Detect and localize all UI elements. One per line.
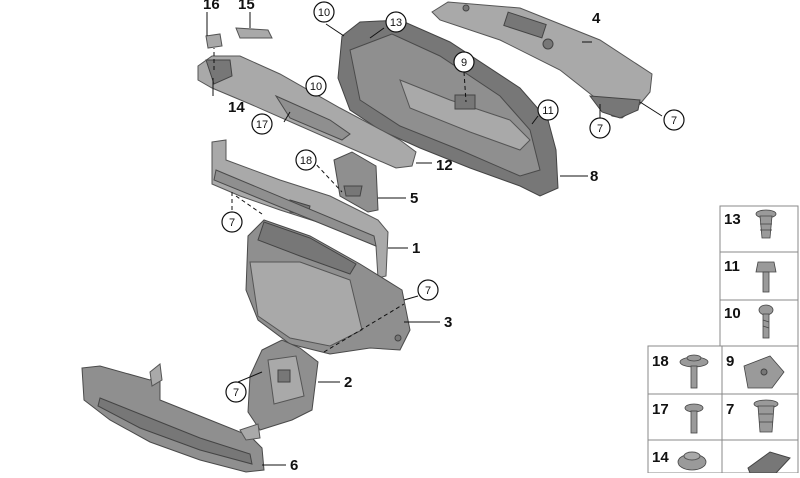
label-part-6: 6 <box>290 457 298 473</box>
leader-lines <box>206 12 663 466</box>
svg-text:7: 7 <box>233 387 239 399</box>
hw-label-14: 14 <box>652 449 669 466</box>
part-1-lower-trim <box>211 139 389 279</box>
svg-text:9: 9 <box>461 57 467 69</box>
circle-7-bracket: 7 <box>225 381 247 403</box>
svg-text:18: 18 <box>300 155 312 167</box>
circle-17: 17 <box>251 113 273 135</box>
circle-13: 13 <box>385 11 407 33</box>
label-part-1: 1 <box>412 240 420 257</box>
label-part-15: 15 <box>238 0 255 13</box>
part-2-support-bracket <box>247 339 319 431</box>
hw-18-washer-screw-icon <box>679 354 709 389</box>
hw-label-9: 9 <box>726 353 734 370</box>
label-part-3: 3 <box>444 314 452 331</box>
part-12-side-trim-upper <box>197 55 417 169</box>
label-part-5: 5 <box>410 190 418 207</box>
hw-10-screw-icon <box>758 304 774 339</box>
hw-14-bumper-icon <box>677 451 707 471</box>
circle-11: 11 <box>537 99 559 121</box>
circle-7-mid: 7 <box>589 117 611 139</box>
svg-text:10: 10 <box>318 7 330 19</box>
svg-text:7: 7 <box>671 115 677 127</box>
svg-text:11: 11 <box>542 105 553 117</box>
svg-text:10: 10 <box>310 81 322 93</box>
hw-label-13: 13 <box>724 211 741 228</box>
circle-18: 18 <box>295 149 317 171</box>
circled-callouts: 10 13 9 11 7 7 10 17 18 7 7 7 14 <box>221 1 685 403</box>
svg-text:7: 7 <box>229 217 235 229</box>
circle-9: 9 <box>453 51 475 73</box>
hw-label-7: 7 <box>726 401 734 418</box>
label-part-16: 16 <box>203 0 220 13</box>
svg-text:7: 7 <box>425 285 431 297</box>
hw-arrow-pointer-icon <box>747 451 791 474</box>
label-part-2: 2 <box>344 374 352 391</box>
part-16-clip <box>205 33 223 49</box>
label-part-12: 12 <box>436 157 453 174</box>
part-6-loading-sill <box>81 363 265 473</box>
hardware-table: 13 11 10 18 9 17 7 14 <box>647 205 799 474</box>
hw-7-expanding-clip-icon <box>753 399 779 433</box>
hw-11-nut-icon <box>755 261 777 293</box>
part-15-cover <box>235 27 273 39</box>
hw-17-screw-icon <box>684 403 704 434</box>
hw-13-clip-icon <box>755 209 777 239</box>
circle-10-left: 10 <box>305 75 327 97</box>
circle-10-top: 10 <box>313 1 335 23</box>
hw-label-17: 17 <box>652 401 669 418</box>
callout-labels: 4 8 12 5 1 3 2 6 16 15 <box>203 0 601 474</box>
svg-text:17: 17 <box>256 119 268 131</box>
svg-text:7: 7 <box>597 123 603 135</box>
circle-7-box: 7 <box>417 279 439 301</box>
part-4-trunk-lid-trim <box>431 1 653 119</box>
hw-9-speed-nut-icon <box>743 355 785 389</box>
hw-label-11: 11 <box>724 258 740 275</box>
circle-7-right: 7 <box>663 109 685 131</box>
part-3-storage-box <box>245 219 411 355</box>
part-5-bracket <box>333 151 379 213</box>
label-part-14: 14 <box>228 99 245 116</box>
part-8-partition-panel <box>337 19 559 197</box>
label-part-4: 4 <box>592 10 601 27</box>
svg-text:13: 13 <box>390 17 402 29</box>
label-part-8: 8 <box>590 168 598 185</box>
hw-label-18: 18 <box>652 353 669 370</box>
hw-label-10: 10 <box>724 305 741 322</box>
circle-7-left: 7 <box>221 211 243 233</box>
